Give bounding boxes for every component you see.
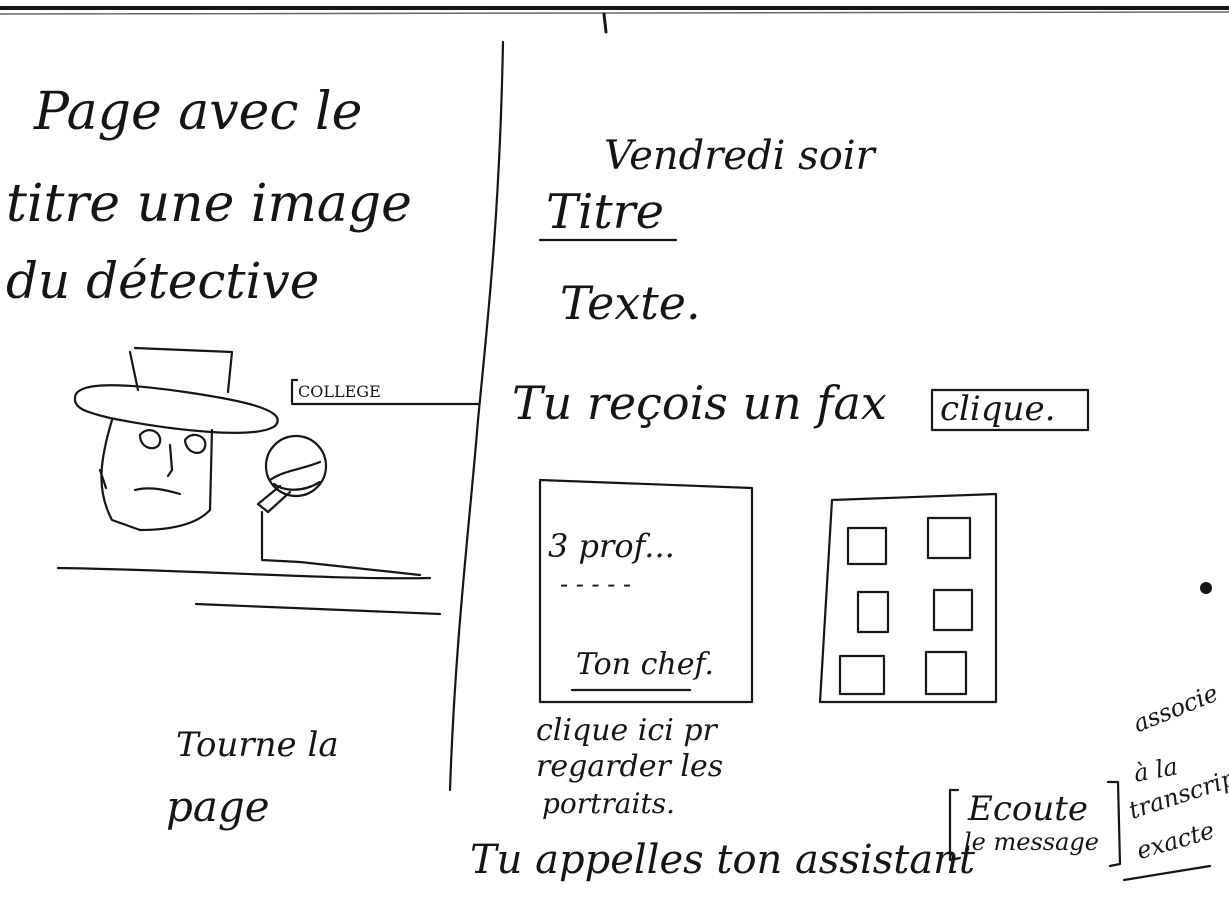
assistant-call[interactable]: Tu appelles ton assistant	[470, 837, 975, 883]
portraits-grid-outline	[818, 492, 998, 704]
fax-message: Tu reçois un fax	[512, 376, 887, 430]
page-title: Titre	[546, 184, 665, 240]
turn-page-line1[interactable]: Tourne la	[176, 725, 339, 765]
fax-card-line1: 3 prof...	[548, 527, 675, 565]
left-description-line3: du détective	[6, 252, 320, 310]
fax-card-outline	[538, 478, 754, 704]
fax-button-box	[930, 388, 1090, 432]
left-description-line1: Page avec le	[34, 82, 363, 142]
day-heading: Vendredi soir	[604, 133, 875, 179]
left-description-line2: titre une image	[6, 174, 412, 234]
portrait-thumb	[856, 590, 890, 634]
listen-button-bracket-left	[948, 788, 962, 862]
fax-card-line3[interactable]: Ton chef.	[576, 647, 715, 682]
portrait-thumb	[926, 516, 972, 560]
rule-line	[194, 602, 442, 616]
listen-button-line1[interactable]: Ecoute	[968, 789, 1089, 829]
portraits-hint-line1[interactable]: clique ici pr	[536, 713, 717, 748]
listen-button-bracket-right	[1106, 780, 1122, 868]
page-text: Texte.	[560, 276, 701, 330]
listen-button-line2[interactable]: le message	[964, 828, 1099, 856]
portrait-thumb	[932, 588, 974, 632]
top-border-line-2	[0, 11, 1229, 15]
page-divider	[448, 40, 505, 792]
top-tick-mark	[602, 12, 608, 34]
fax-card-line2: - - - - -	[560, 570, 632, 598]
turn-page-line2[interactable]: page	[166, 782, 270, 831]
ink-dot	[1200, 582, 1212, 594]
note-line2: à la	[1131, 752, 1180, 788]
college-bracket	[290, 378, 299, 404]
portraits-hint-line3[interactable]: portraits.	[542, 787, 675, 820]
portrait-thumb	[838, 654, 886, 696]
rule-line	[56, 566, 432, 580]
college-label[interactable]: COLLEGE	[298, 382, 381, 401]
fax-button[interactable]: clique.	[940, 389, 1056, 429]
portrait-thumb	[924, 650, 968, 696]
portrait-thumb	[846, 526, 888, 566]
detective-portrait	[73, 346, 422, 577]
portraits-hint-line2[interactable]: regarder les	[536, 749, 724, 784]
note-underline	[1122, 864, 1212, 882]
